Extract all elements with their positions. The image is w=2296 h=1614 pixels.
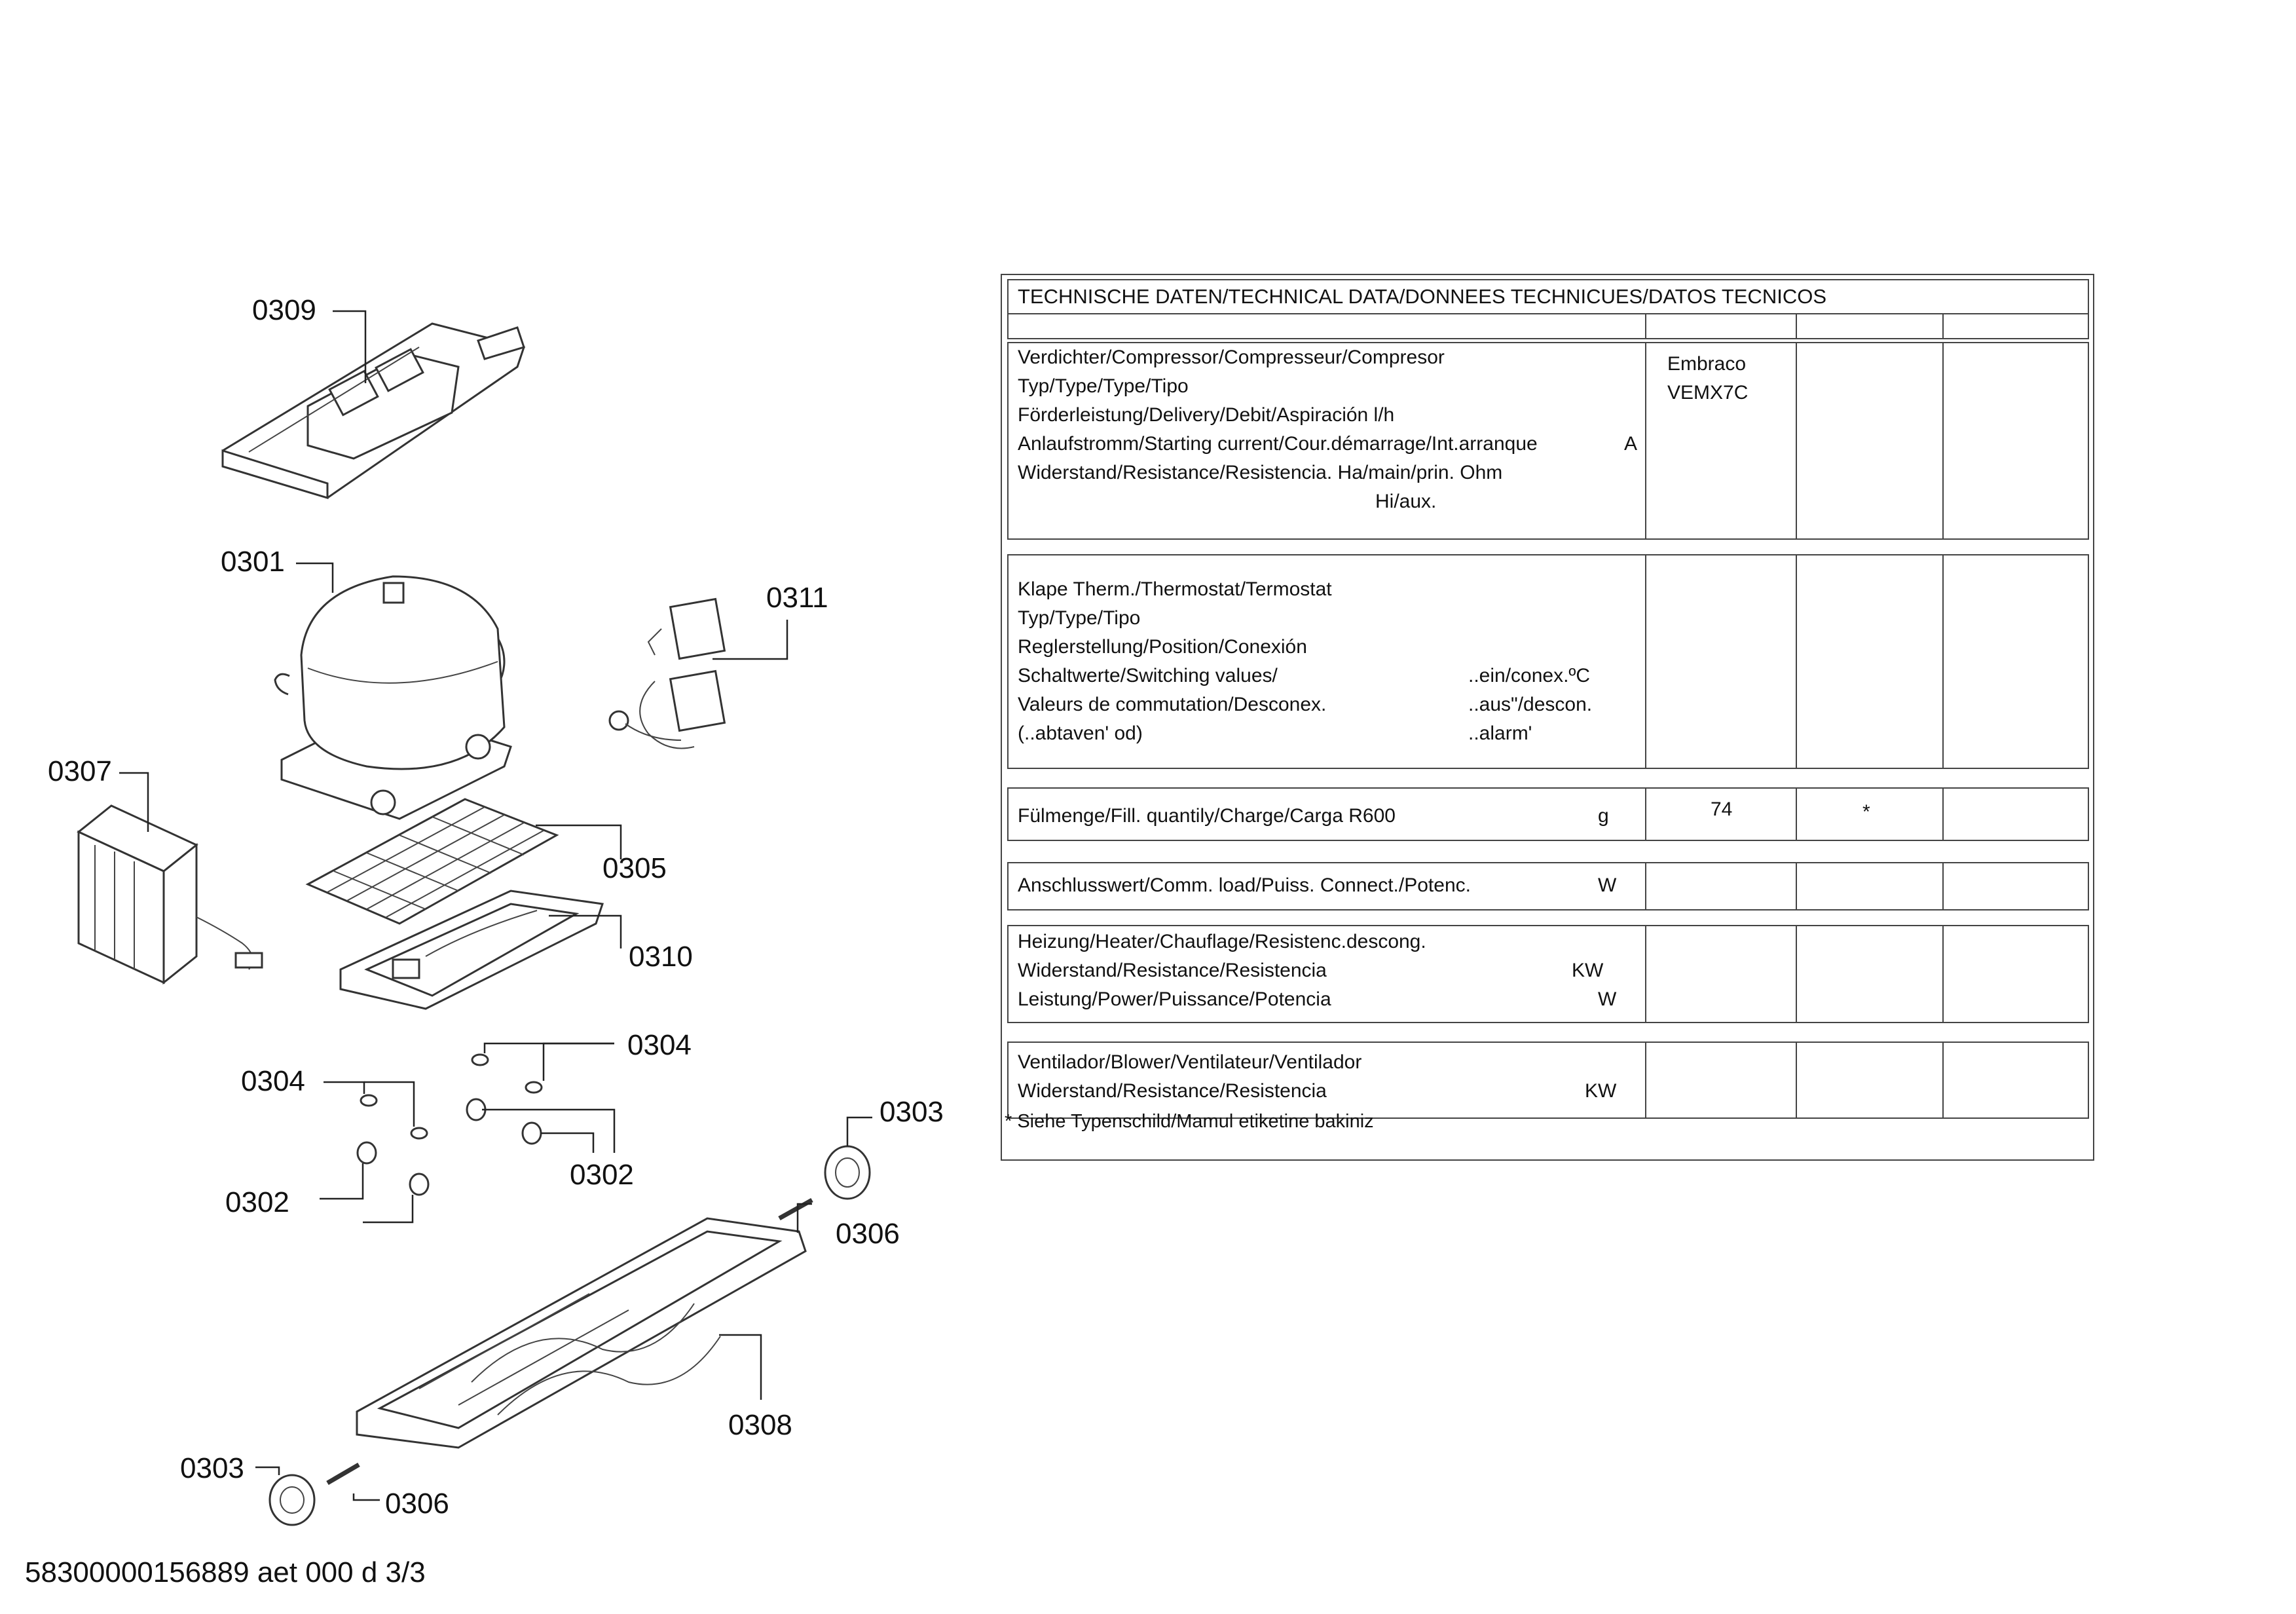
table-header-row	[1007, 314, 2089, 339]
starting-current-row: Anlaufstromm/Starting current/Cour.démar…	[1018, 433, 1538, 455]
label-0306-bottom: 0306	[385, 1488, 449, 1520]
blower-resistance-row: Widerstand/Resistance/Resistencia	[1018, 1080, 1327, 1102]
label-0311: 0311	[766, 582, 828, 614]
part-0310-drawing	[339, 890, 604, 1010]
blower-section: Ventilador/Blower/Ventilateur/Ventilador…	[1007, 1042, 2089, 1119]
compressor-row: Verdichter/Compressor/Compresseur/Compre…	[1018, 347, 1445, 368]
document-id: 58300000156889 aet 000 d 3/3	[25, 1556, 426, 1588]
commutation-values-row: Valeurs de commutation/Desconex.	[1018, 694, 1327, 715]
defrost-row: (..abtaven' od)	[1018, 723, 1143, 744]
resistance-main-row: Widerstand/Resistance/Resistencia. Ha/ma…	[1018, 462, 1503, 483]
part-0311-drawing	[608, 597, 726, 749]
technical-data-table: TECHNISCHE DATEN/TECHNICAL DATA/DONNEES …	[1001, 274, 2094, 1161]
thermostat-row: Klape Therm./Thermostat/Termostat	[1018, 578, 1332, 600]
leader-lines	[119, 310, 872, 1501]
label-0304-right: 0304	[627, 1029, 692, 1061]
fill-quantity-value: 74	[1711, 798, 1733, 820]
connected-load-section: Anschlusswert/Comm. load/Puiss. Connect.…	[1007, 862, 2089, 910]
table-title: TECHNISCHE DATEN/TECHNICAL DATA/DONNEES …	[1007, 279, 2089, 314]
delivery-row: Förderleistung/Delivery/Debit/Aspiración…	[1018, 404, 1395, 426]
alarm-label: ..alarm'	[1468, 723, 1532, 744]
part-0303-0306-drawings	[268, 1145, 871, 1526]
part-0305-drawing	[305, 798, 559, 925]
fill-quantity-row: Fülmenge/Fill. quantily/Charge/Carga R60…	[1018, 805, 1396, 827]
label-0307: 0307	[48, 755, 112, 787]
heater-power-unit: W	[1598, 988, 1617, 1010]
connected-load-row: Anschlusswert/Comm. load/Puiss. Connect.…	[1018, 874, 1471, 896]
heater-resistance-row: Widerstand/Resistance/Resistencia	[1018, 960, 1327, 981]
fill-quantity-section: Fülmenge/Fill. quantily/Charge/Carga R60…	[1007, 787, 2089, 841]
label-0303-bottom: 0303	[180, 1452, 244, 1484]
blower-row: Ventilador/Blower/Ventilateur/Ventilador	[1018, 1051, 1362, 1073]
label-0303-top: 0303	[880, 1096, 944, 1128]
connected-load-unit: W	[1598, 874, 1617, 896]
part-0309-drawing	[221, 322, 525, 500]
thermostat-type-row: Typ/Type/Tipo	[1018, 607, 1141, 629]
thermostat-section: Klape Therm./Thermostat/Termostat Typ/Ty…	[1007, 554, 2089, 769]
fill-quantity-unit: g	[1598, 805, 1609, 827]
label-0309: 0309	[252, 294, 316, 326]
label-0302-left: 0302	[225, 1186, 289, 1218]
label-0304-left: 0304	[241, 1065, 305, 1097]
label-0308: 0308	[728, 1409, 792, 1441]
heater-row: Heizung/Heater/Chauflage/Resistenc.desco…	[1018, 931, 1426, 952]
part-0307-drawing	[77, 804, 263, 985]
heater-resistance-unit: KW	[1572, 960, 1604, 981]
thermostat-position-row: Reglerstellung/Position/Conexión	[1018, 636, 1307, 658]
part-0304-0302-drawings	[356, 1053, 543, 1196]
compressor-type-row: Typ/Type/Type/Tipo	[1018, 375, 1189, 397]
blower-resistance-unit: KW	[1585, 1080, 1617, 1102]
resistance-aux-row: Hi/aux.	[1375, 491, 1437, 512]
compressor-model-value: VEMX7C	[1667, 382, 1749, 404]
compressor-make-value: Embraco	[1667, 353, 1747, 375]
label-0310: 0310	[629, 941, 693, 973]
table-footnote: * Siehe Typenschild/Mamul etiketine baki…	[1005, 1111, 1374, 1132]
fill-quantity-value-2: *	[1862, 801, 1870, 823]
label-0306-top: 0306	[836, 1218, 900, 1250]
label-0301: 0301	[221, 546, 285, 578]
switching-values-row: Schaltwerte/Switching values/	[1018, 665, 1278, 686]
heater-section: Heizung/Heater/Chauflage/Resistenc.desco…	[1007, 925, 2089, 1023]
switch-on-label: ..ein/conex.ºC	[1468, 665, 1591, 686]
compressor-section: Verdichter/Compressor/Compresseur/Compre…	[1007, 342, 2089, 540]
starting-current-unit: A	[1624, 433, 1638, 455]
label-0302-right: 0302	[570, 1159, 634, 1191]
part-0301-drawing	[274, 575, 512, 820]
switch-off-label: ..aus"/descon.	[1468, 694, 1593, 715]
label-0305: 0305	[602, 852, 667, 884]
part-0308-drawing	[356, 1217, 807, 1449]
heater-power-row: Leistung/Power/Puissance/Potencia	[1018, 988, 1331, 1010]
